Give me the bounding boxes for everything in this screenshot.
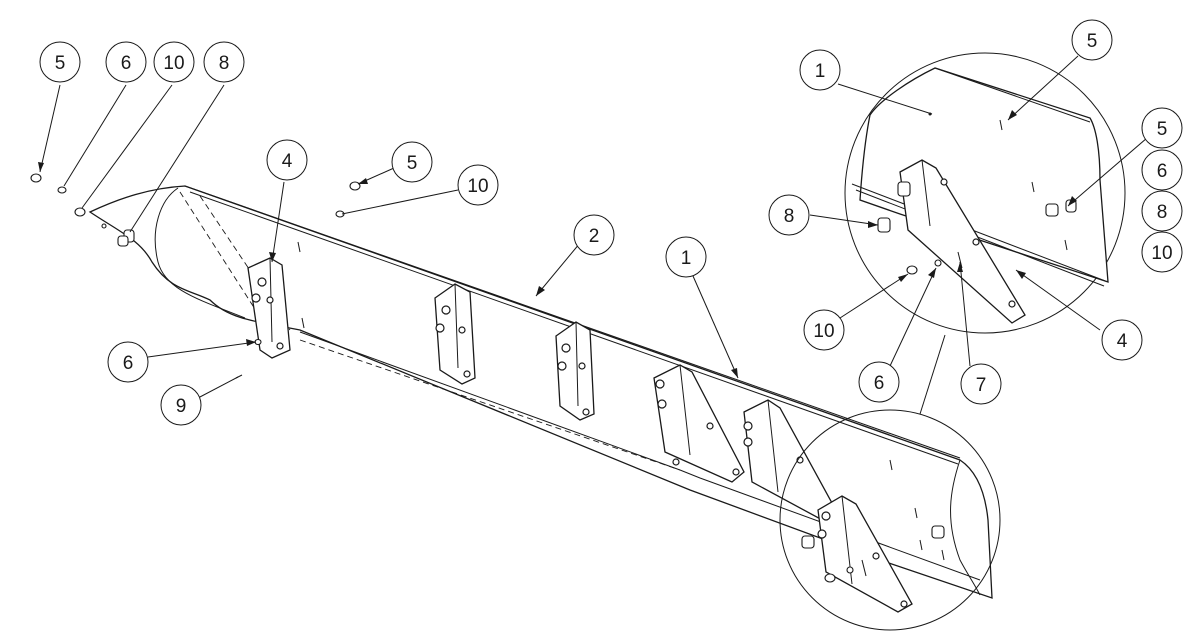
loose-hardware-left [30,173,361,379]
svg-text:1: 1 [815,61,826,82]
rail-body [88,185,993,599]
bracket-4 [653,364,745,483]
face-pin [889,459,893,471]
svg-text:8: 8 [219,53,230,74]
bolt-5b [349,181,361,191]
bracket-2 [434,283,476,385]
rail-right-curl [950,459,981,596]
detail-rail [859,67,1109,283]
balloon: 4 [266,139,308,181]
balloon: 2 [573,214,615,256]
rail-left-curl [154,187,246,319]
balloon: 5 [39,41,81,83]
detail-view-lower [779,409,1001,631]
face-pin [941,549,945,561]
washer-10 [74,207,86,217]
svg-text:5: 5 [407,153,418,174]
svg-text:1: 1 [681,248,692,269]
svg-text:10: 10 [467,176,488,197]
svg-text:5: 5 [55,53,66,74]
face-pin [297,241,301,253]
svg-text:10: 10 [1151,243,1172,264]
balloon: 10 [1141,231,1183,273]
svg-text:7: 7 [976,375,987,396]
balloon: 9 [160,384,202,426]
bolt-5 [30,173,42,183]
balloon: 1 [799,49,841,91]
bracket-1 [247,257,291,359]
balloons: 5 6 10 8 4 5 10 2 1 6 9 1 5 5 6 8 10 8 4… [39,19,1183,426]
balloon: 10 [457,164,499,206]
balloon: 7 [960,363,1002,405]
balloon: 6 [107,341,149,383]
balloon: 4 [1101,319,1143,361]
svg-text:5: 5 [1157,119,1168,140]
balloon: 6 [105,41,147,83]
svg-text:5: 5 [1087,31,1098,52]
bracket-3 [555,321,595,421]
svg-text:9: 9 [176,396,187,417]
hidden-line-left [179,191,263,321]
svg-text:6: 6 [874,373,885,394]
bracket-6 [817,495,913,613]
svg-text:4: 4 [282,151,293,172]
balloon: 8 [1141,190,1183,232]
rail-top-edge [184,185,961,459]
balloon: 10 [803,309,845,351]
face-pin [919,539,923,551]
svg-text:6: 6 [123,353,134,374]
svg-text:4: 4 [1117,331,1128,352]
balloon: 10 [153,41,195,83]
leader-lines [38,55,1148,399]
washer-6 [57,186,67,194]
svg-text:6: 6 [1157,161,1168,182]
svg-text:8: 8 [784,206,795,227]
pin [101,223,107,229]
face-pin [914,507,918,519]
svg-text:8: 8 [1157,202,1168,223]
detail-view-upper [844,52,1126,334]
nut-8b [117,235,129,247]
face-pin [301,317,305,329]
hidden-line-bottom [299,339,681,471]
balloon: 8 [768,194,810,236]
balloon: 1 [665,236,707,278]
balloon: 5 [1071,19,1113,61]
detail-circle-lower [779,409,1001,631]
balloon: 8 [203,41,245,83]
balloon: 5 [391,141,433,183]
svg-text:10: 10 [163,53,184,74]
svg-text:6: 6 [121,53,132,74]
balloon: 6 [1141,149,1183,191]
svg-text:2: 2 [589,226,600,247]
detail-link-line [919,334,946,415]
detail-circle-upper [844,52,1126,334]
balloon: 6 [858,361,900,403]
balloon: 5 [1141,107,1183,149]
svg-text:10: 10 [813,321,834,342]
